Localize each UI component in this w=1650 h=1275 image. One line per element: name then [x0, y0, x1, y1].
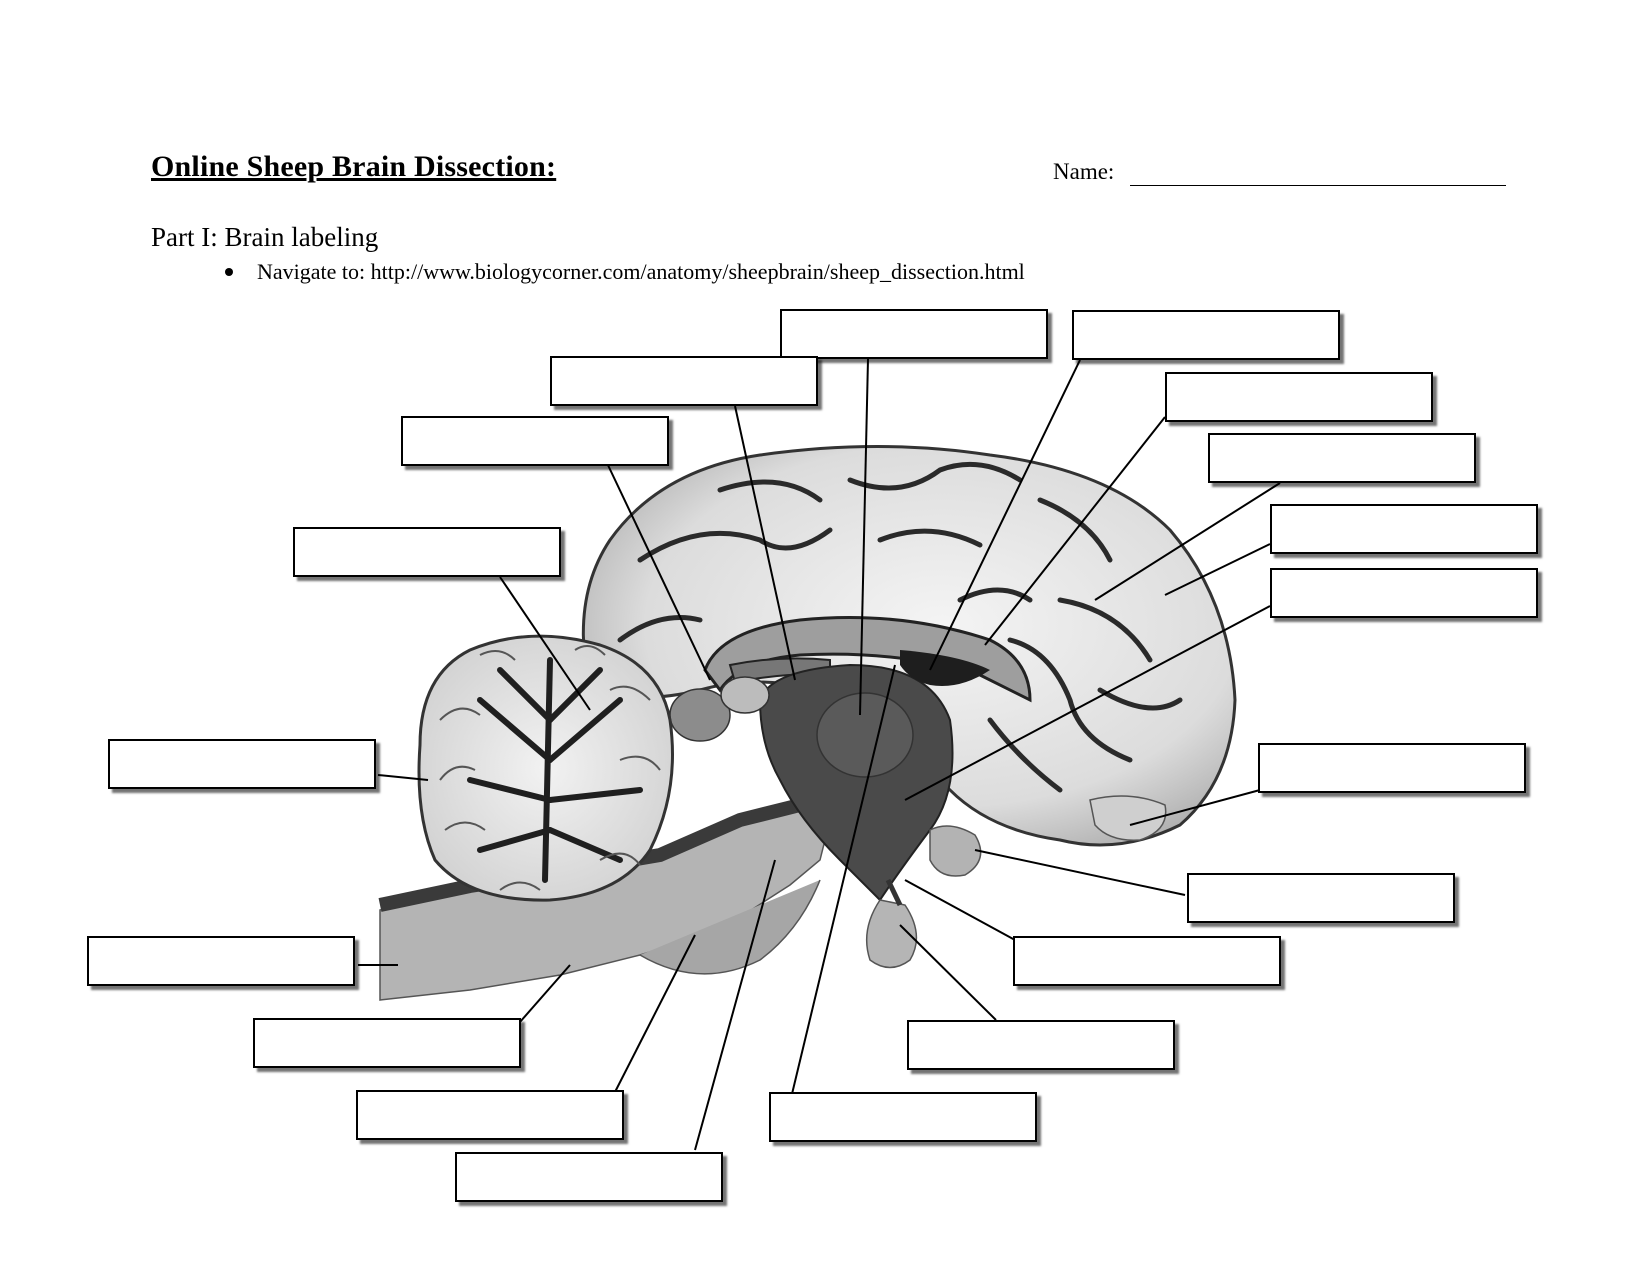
intermediate-mass — [816, 692, 914, 778]
name-blank-line — [1130, 185, 1506, 186]
instruction-item: Navigate to: http://www.biologycorner.co… — [225, 259, 1025, 285]
label-box[interactable] — [253, 1018, 521, 1068]
label-input[interactable] — [403, 418, 667, 464]
label-box[interactable] — [401, 416, 669, 466]
leader-line — [1164, 543, 1271, 596]
leader-line — [734, 405, 796, 681]
leader-line — [791, 664, 896, 1095]
label-input[interactable] — [457, 1154, 721, 1200]
colliculus-shape — [720, 676, 770, 714]
label-box[interactable] — [1208, 433, 1476, 483]
leader-line — [899, 924, 997, 1021]
label-box[interactable] — [1258, 743, 1526, 793]
leader-line — [614, 934, 696, 1093]
label-box[interactable] — [907, 1020, 1175, 1070]
leader-line — [984, 416, 1166, 646]
label-input[interactable] — [1260, 745, 1524, 791]
name-label: Name: — [1053, 159, 1115, 184]
label-input[interactable] — [1074, 312, 1338, 358]
label-input[interactable] — [1015, 938, 1279, 984]
label-input[interactable] — [909, 1022, 1173, 1068]
leader-line — [519, 964, 571, 1023]
leader-line — [859, 358, 869, 716]
leader-line — [974, 849, 1186, 896]
label-input[interactable] — [358, 1092, 622, 1138]
label-box[interactable] — [1187, 873, 1455, 923]
label-input[interactable] — [1167, 374, 1431, 420]
label-box[interactable] — [356, 1090, 624, 1140]
leader-lines — [358, 358, 1281, 1151]
leader-line — [904, 605, 1271, 801]
label-input[interactable] — [1189, 875, 1453, 921]
leader-line — [606, 462, 711, 681]
leader-line — [694, 859, 776, 1151]
leader-line — [1094, 482, 1281, 601]
label-box[interactable] — [1270, 504, 1538, 554]
label-box[interactable] — [769, 1092, 1037, 1142]
label-box[interactable] — [550, 356, 818, 406]
label-input[interactable] — [110, 741, 374, 787]
label-box[interactable] — [1270, 568, 1538, 618]
instruction-text: Navigate to: http://www.biologycorner.co… — [257, 259, 1025, 284]
label-input[interactable] — [782, 311, 1046, 357]
label-box[interactable] — [1165, 372, 1433, 422]
olfactory-bulb-shape — [1089, 795, 1167, 841]
part-heading: Part I: Brain labeling — [151, 222, 379, 252]
label-input[interactable] — [1272, 506, 1536, 552]
worksheet-title: Online Sheep Brain Dissection: — [151, 150, 557, 183]
label-box[interactable] — [87, 936, 355, 986]
leader-line — [377, 774, 429, 781]
pons-bulge — [639, 879, 821, 975]
optic-chiasm-shape — [929, 825, 982, 877]
label-box[interactable] — [780, 309, 1048, 359]
label-input[interactable] — [89, 938, 353, 984]
label-box[interactable] — [1013, 936, 1281, 986]
label-input[interactable] — [552, 358, 816, 404]
pituitary-shape — [865, 899, 918, 969]
label-input[interactable] — [255, 1020, 519, 1066]
label-box[interactable] — [455, 1152, 723, 1202]
label-box[interactable] — [1072, 310, 1340, 360]
leader-line — [499, 576, 591, 711]
ventricle-shape — [900, 650, 990, 686]
bullet-icon — [225, 267, 233, 276]
label-input[interactable] — [1272, 570, 1536, 616]
label-input[interactable] — [295, 529, 559, 575]
leader-line — [929, 359, 1081, 671]
label-box[interactable] — [293, 527, 561, 577]
label-input[interactable] — [771, 1094, 1035, 1140]
cortex-folds — [617, 461, 1183, 793]
leader-line — [904, 879, 1016, 941]
infundibulum-shape — [885, 878, 903, 907]
label-box[interactable] — [108, 739, 376, 789]
leader-line — [1129, 789, 1261, 826]
label-input[interactable] — [1210, 435, 1474, 481]
cerebellum-folia — [439, 645, 661, 891]
